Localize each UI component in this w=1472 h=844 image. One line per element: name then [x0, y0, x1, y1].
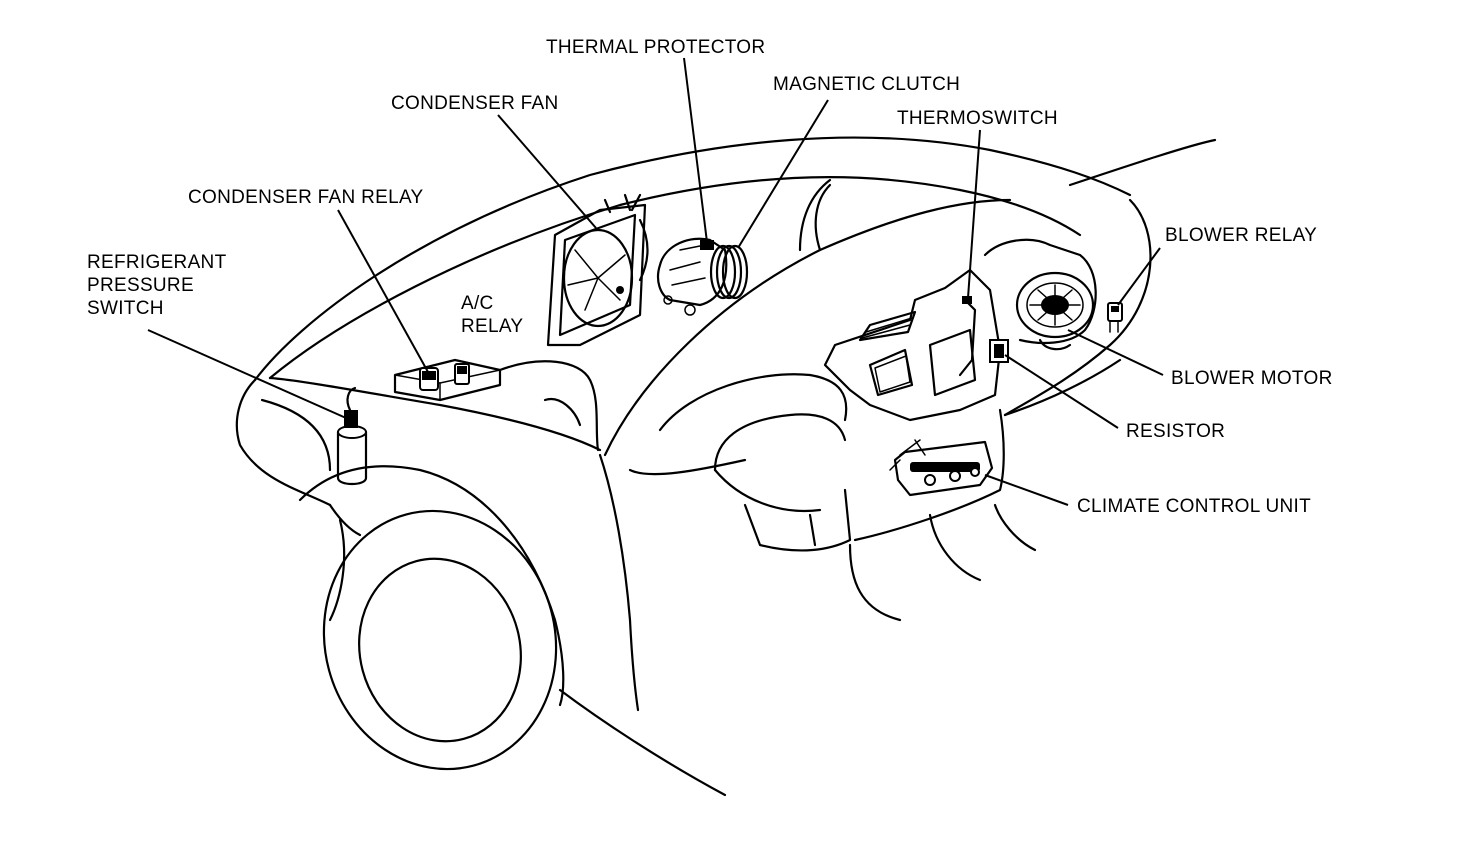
evaporator-heater-unit	[823, 238, 1123, 422]
label-resistor: RESISTOR	[1126, 421, 1226, 442]
label-blower-motor: BLOWER MOTOR	[1171, 368, 1333, 389]
label-climate-control-unit: CLIMATE CONTROL UNIT	[1077, 496, 1312, 517]
car-body-outline	[235, 136, 1217, 797]
label-refrigerant-pressure-switch: REFRIGERANT PRESSURE SWITCH	[87, 251, 226, 320]
label-condenser-fan-relay: CONDENSER FAN RELAY	[188, 187, 424, 208]
label-thermoswitch: THERMOSWITCH	[897, 108, 1058, 129]
label-refrigerant-pressure-switch-line-3: SWITCH	[87, 298, 164, 319]
condenser-fan	[546, 193, 649, 347]
label-magnetic-clutch: MAGNETIC CLUTCH	[773, 74, 961, 95]
label-blower-relay: BLOWER RELAY	[1165, 225, 1318, 246]
label-ac-relay: A/C RELAY	[461, 292, 523, 338]
label-ac-relay-line-1: A/C	[461, 293, 494, 314]
label-condenser-fan: CONDENSER FAN	[391, 93, 559, 114]
relay-box	[393, 358, 600, 452]
label-refrigerant-pressure-switch-line-1: REFRIGERANT	[87, 252, 227, 273]
leader-lines	[147, 57, 1164, 506]
compressor	[656, 237, 749, 316]
label-thermal-protector: THERMAL PROTECTOR	[546, 37, 766, 58]
refrigerant-pressure-switch	[336, 386, 368, 486]
label-ac-relay-line-2: RELAY	[461, 316, 524, 337]
climate-control-unit-drawing	[889, 439, 994, 497]
label-refrigerant-pressure-switch-line-2: PRESSURE	[87, 275, 194, 296]
